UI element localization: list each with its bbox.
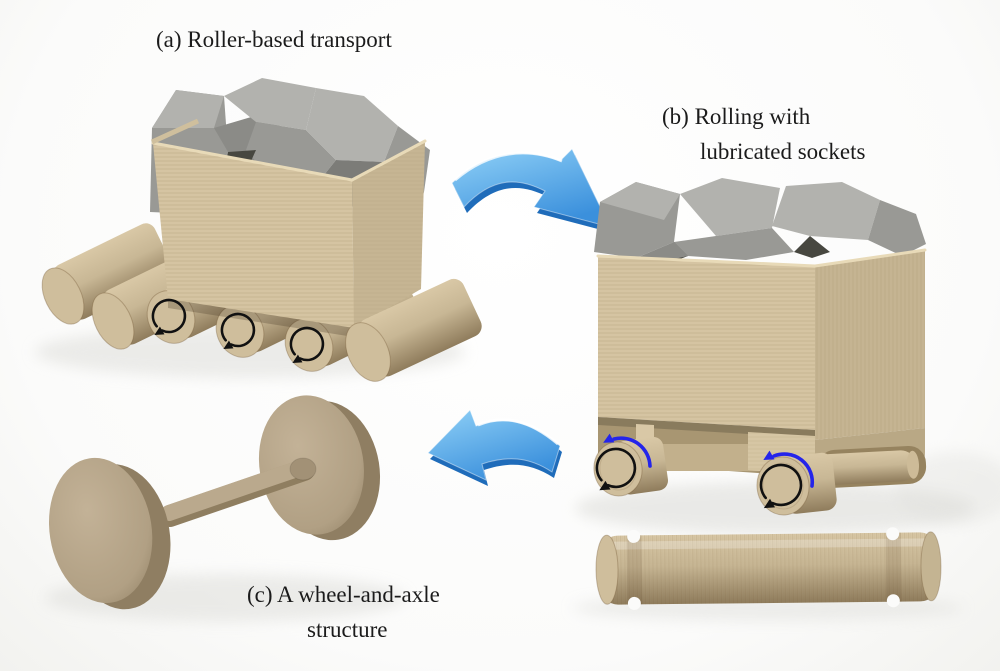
transition-arrow-a-to-b-icon (451, 148, 613, 233)
roller (41, 223, 174, 325)
transition-arrow-b-to-c-icon (427, 409, 562, 486)
wheel (48, 457, 171, 610)
socket-channel (814, 445, 927, 488)
caption-a: (a) Roller-based transport (156, 22, 392, 57)
socket-rotation-arrow-icon (763, 450, 815, 488)
caption-c-line2: structure (307, 617, 388, 642)
scene-lubricated-sockets (593, 178, 927, 516)
axle-hub (289, 457, 317, 481)
wooden-box (150, 118, 427, 337)
caption-b-line1: (b) Rolling with (662, 104, 811, 129)
roller-rotation-arrow-icon (151, 298, 187, 335)
axle-groove (885, 527, 902, 608)
stone-pile (594, 178, 926, 262)
caption-a-text: (a) Roller-based transport (156, 27, 392, 52)
roller-rotation-arrow-icon (759, 463, 803, 509)
axle (159, 457, 317, 527)
grooved-axle (595, 527, 942, 610)
roller (345, 278, 482, 382)
roller-rotation-arrow-icon (289, 326, 325, 363)
socket-rotation-arrow-icon (603, 433, 652, 468)
scene-roller-transport (41, 78, 482, 382)
axle-groove (626, 529, 643, 610)
roller-rotation-arrow-icon (595, 447, 637, 491)
roller-rotation-arrow-icon (220, 312, 256, 349)
caption-b-line2: lubricated sockets (700, 139, 866, 164)
wheel (258, 395, 381, 541)
wheel-and-axle (48, 395, 381, 610)
caption-c: (c) A wheel-and-axle structure (247, 577, 440, 647)
caption-b: (b) Rolling with lubricated sockets (662, 99, 865, 169)
caption-c-line1: (c) A wheel-and-axle (247, 582, 440, 607)
